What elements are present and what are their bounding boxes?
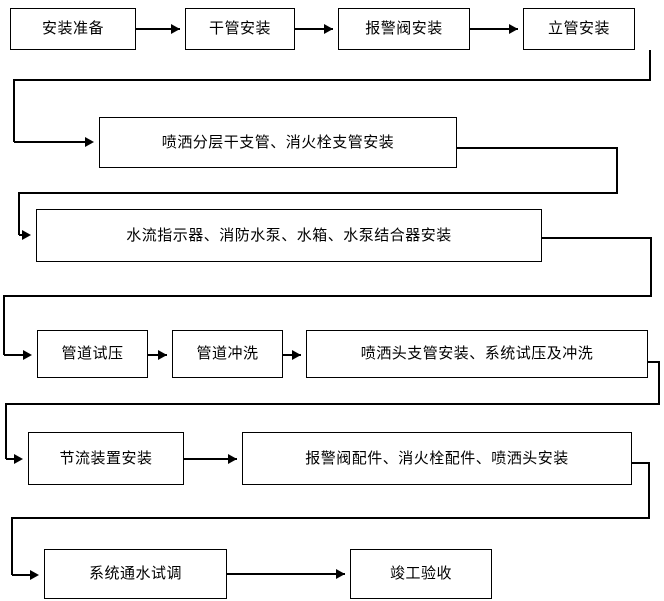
- process-box-n13[interactable]: 竣工验收: [350, 549, 492, 599]
- process-box-label: 管道冲洗: [196, 346, 259, 362]
- process-box-n12[interactable]: 系统通水试调: [44, 549, 227, 599]
- process-box-label: 节流装置安装: [59, 450, 153, 467]
- arrowhead-a3: [509, 24, 518, 34]
- process-box-n11[interactable]: 报警阀配件、消火栓配件、喷洒头安装: [242, 432, 632, 485]
- process-box-n10[interactable]: 节流装置安装: [28, 432, 184, 485]
- arrowhead-a1: [171, 24, 180, 34]
- arrowhead-a5: [22, 230, 31, 240]
- arrowhead-a11: [30, 570, 39, 580]
- arrowhead-a10: [228, 454, 237, 464]
- process-box-label: 安装准备: [41, 21, 104, 37]
- process-box-label: 立管安装: [547, 21, 610, 37]
- process-box-label: 喷洒头支管安装、系统试压及冲洗: [360, 346, 594, 362]
- process-box-n1[interactable]: 安装准备: [10, 8, 136, 50]
- process-box-n4[interactable]: 立管安装: [523, 8, 635, 50]
- arrowhead-a9: [14, 454, 23, 464]
- edges-group: [3, 28, 660, 575]
- arrowhead-a4: [85, 137, 94, 147]
- process-box-n2[interactable]: 干管安装: [185, 8, 295, 50]
- process-box-n7[interactable]: 管道试压: [37, 330, 148, 378]
- process-box-n9[interactable]: 喷洒头支管安装、系统试压及冲洗: [306, 330, 648, 378]
- process-box-n3[interactable]: 报警阀安装: [338, 8, 470, 50]
- process-box-label: 竣工验收: [389, 566, 452, 582]
- process-box-n8[interactable]: 管道冲洗: [172, 330, 283, 378]
- arrowheads-group: [14, 24, 518, 580]
- process-box-n5[interactable]: 喷洒分层干支管、消火栓支管安装: [99, 117, 457, 168]
- arrowhead-a8: [292, 350, 301, 360]
- process-box-label: 水流指示器、消防水泵、水箱、水泵结合器安装: [126, 227, 452, 244]
- process-box-label: 报警阀配件、消火栓配件、喷洒头安装: [305, 450, 569, 467]
- arrowhead-a12: [336, 569, 345, 579]
- arrowhead-a2: [324, 24, 333, 34]
- process-box-n6[interactable]: 水流指示器、消防水泵、水箱、水泵结合器安装: [36, 209, 542, 262]
- process-box-label: 报警阀安装: [365, 21, 443, 37]
- process-box-label: 系统通水试调: [88, 566, 182, 582]
- arrowhead-a7: [158, 350, 167, 360]
- process-box-label: 干管安装: [208, 21, 271, 37]
- process-box-label: 喷洒分层干支管、消火栓支管安装: [161, 134, 395, 151]
- process-box-label: 管道试压: [61, 346, 124, 362]
- arrowhead-a6: [23, 350, 32, 360]
